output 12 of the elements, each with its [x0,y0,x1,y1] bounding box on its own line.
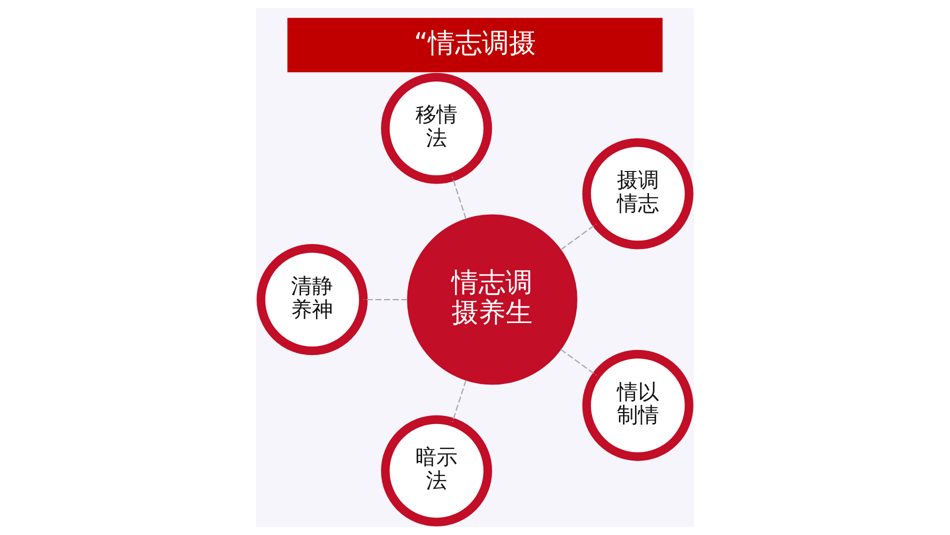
diagram-title: “情志调摄 [414,28,536,59]
node-circle: 情以制情 [582,350,694,461]
connector [560,224,597,250]
connector [452,177,467,220]
connector [560,348,597,376]
node-circle: 清静养神 [256,244,368,356]
connector [364,298,408,300]
node-circle: 摄调情志 [582,138,694,250]
node-circle: 情志调摄养生 [407,214,578,385]
node-circle: 移情法 [381,72,492,184]
connector [452,380,467,422]
node-circle: 暗示法 [381,415,492,526]
